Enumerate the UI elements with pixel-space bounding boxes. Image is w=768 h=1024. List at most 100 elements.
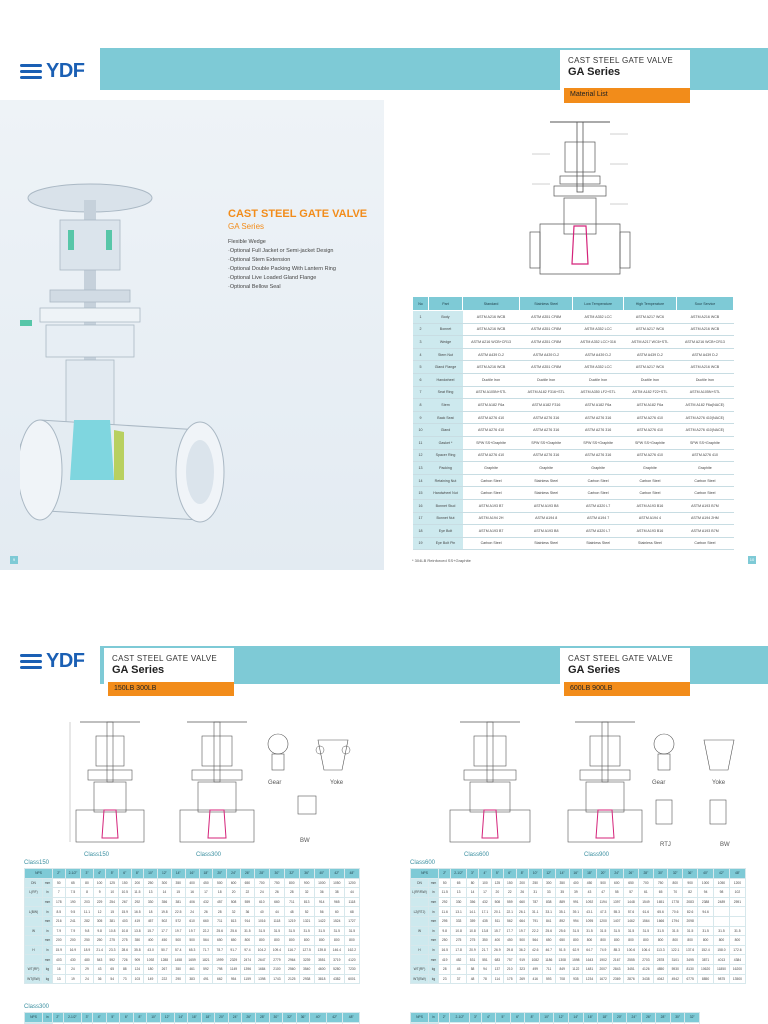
table-cell: ASTM A193 B8 (519, 524, 573, 538)
table-cell: 909 (130, 954, 145, 965)
header-cell: 12" (157, 868, 172, 879)
table-cell: 33 (541, 887, 556, 898)
header-series-title: GA Series (112, 664, 165, 676)
table-cell: Gland Flange (428, 360, 463, 374)
table-cell: Carbon Steel (623, 474, 677, 488)
table-cell: 18 (212, 887, 228, 898)
table-cell: ASTM A350 LF2+STL (572, 386, 624, 400)
table-cell: 300 (541, 877, 556, 889)
table-cell: Gasket * (428, 436, 463, 450)
table-cell: 9 (92, 887, 107, 898)
table-cell: ASTM A351 CF8M (519, 360, 573, 374)
table-cell: 15 (105, 906, 119, 917)
table-cell: 267 (157, 963, 172, 975)
table-cell: 85.3 (609, 944, 625, 956)
table-cell: 1159 (239, 973, 255, 985)
table-cell: ASTM A194 7 (572, 512, 624, 526)
header-cell: 3" (465, 868, 480, 879)
class900-drawing (567, 721, 643, 843)
table-cell: 4382 (328, 973, 345, 985)
table-cell: 450 (157, 935, 172, 946)
table-cell: 2-1/2" (449, 1012, 471, 1023)
header-cell: 36" (298, 868, 315, 879)
table-cell: Eye Bolt Pin (428, 537, 463, 551)
table-cell: 31.5 (268, 925, 285, 937)
table-cell: 1481 (582, 963, 597, 975)
table-cell: Spacer Ring (428, 449, 463, 463)
table-cell: 800 (713, 935, 730, 946)
table-cell: 9 (412, 411, 429, 425)
header-cell: 30" (652, 868, 669, 879)
table-cell: 2876 (623, 973, 639, 985)
table-cell: 104.2 (253, 944, 270, 956)
table-cell: 356 (465, 896, 480, 908)
table-cell: 400 (143, 935, 159, 946)
table-cell: 491 (198, 973, 214, 985)
header-cell: 28" (253, 868, 270, 879)
table-cell: 290 (170, 973, 186, 985)
table-cell: 31.5 (697, 925, 715, 937)
table-cell: ASTM A217 WC6 (623, 323, 677, 337)
table-cell: 1219 (283, 915, 300, 927)
table-cell: 551 (478, 954, 492, 965)
table-cell: 102 (728, 887, 747, 898)
table-cell: L(RF) (24, 887, 43, 898)
table-cell: ASTM A182 F22+STL (623, 386, 677, 400)
table-cell: Stainless Steel (519, 474, 573, 488)
table-cell: W (24, 925, 43, 937)
table-cell: ASTM A194 2HM (676, 512, 734, 526)
table-cell: 100.6 (623, 944, 639, 956)
table-cell: 9.5 (64, 906, 82, 917)
class300-drawing (179, 721, 255, 843)
header-cell: No (412, 296, 429, 311)
table-cell: 33.1 (541, 906, 556, 917)
header-cell: 16" (184, 868, 200, 879)
table-cell: 800 (667, 877, 684, 889)
table-cell: 28 (437, 963, 452, 975)
header-cell: 30" (268, 868, 285, 879)
table-cell: 80 (469, 1021, 482, 1024)
table-cell: 64.7 (582, 944, 597, 956)
table-cell: Packing (428, 461, 463, 475)
table-cell: 1118 (268, 915, 285, 927)
table-cell: 19.7 (170, 925, 186, 937)
table-cell: 2083 (682, 896, 699, 908)
table-cell: 419 (130, 915, 145, 927)
table-cell: 22.2 (527, 925, 543, 937)
table-cell: 914 (313, 896, 330, 908)
table-cell: 16.9 (64, 944, 82, 956)
table-cell: 98 (713, 887, 730, 898)
table-cell: 61.6 (637, 906, 654, 917)
table-cell: 15 (170, 887, 186, 898)
table-cell: ASTM A194 4 (623, 512, 677, 526)
table-cell: 31.5 (682, 925, 699, 937)
table-cell: 19.7 (515, 925, 529, 937)
table-cell: ASTM A351 CF8M (519, 310, 573, 324)
header-cell: 40" (697, 868, 715, 879)
table-cell: 57.4 (170, 944, 186, 956)
table-cell: Retaining Nut (428, 474, 463, 488)
table-cell: 800 (313, 935, 330, 946)
table-cell: 267 (118, 896, 132, 908)
table-cell: 282 (80, 915, 94, 927)
header-small-title: CAST STEEL GATE VALVE (568, 654, 673, 663)
table-cell: 800 (667, 935, 684, 946)
table-cell: Handwheel (428, 373, 463, 387)
table-cell: 250 (80, 935, 94, 946)
table-cell: Seat Ring (428, 386, 463, 400)
table-cell: 61 (637, 887, 654, 898)
table-cell: 23 (437, 973, 452, 985)
table-cell: 40" (309, 1012, 327, 1023)
logo-text: YDF (46, 60, 85, 82)
table-cell: ASTM A216 WCB (676, 323, 734, 337)
table-cell: 25.6 (226, 925, 241, 937)
table-cell: 26 (515, 887, 529, 898)
table-cell: 20.9 (465, 944, 480, 956)
